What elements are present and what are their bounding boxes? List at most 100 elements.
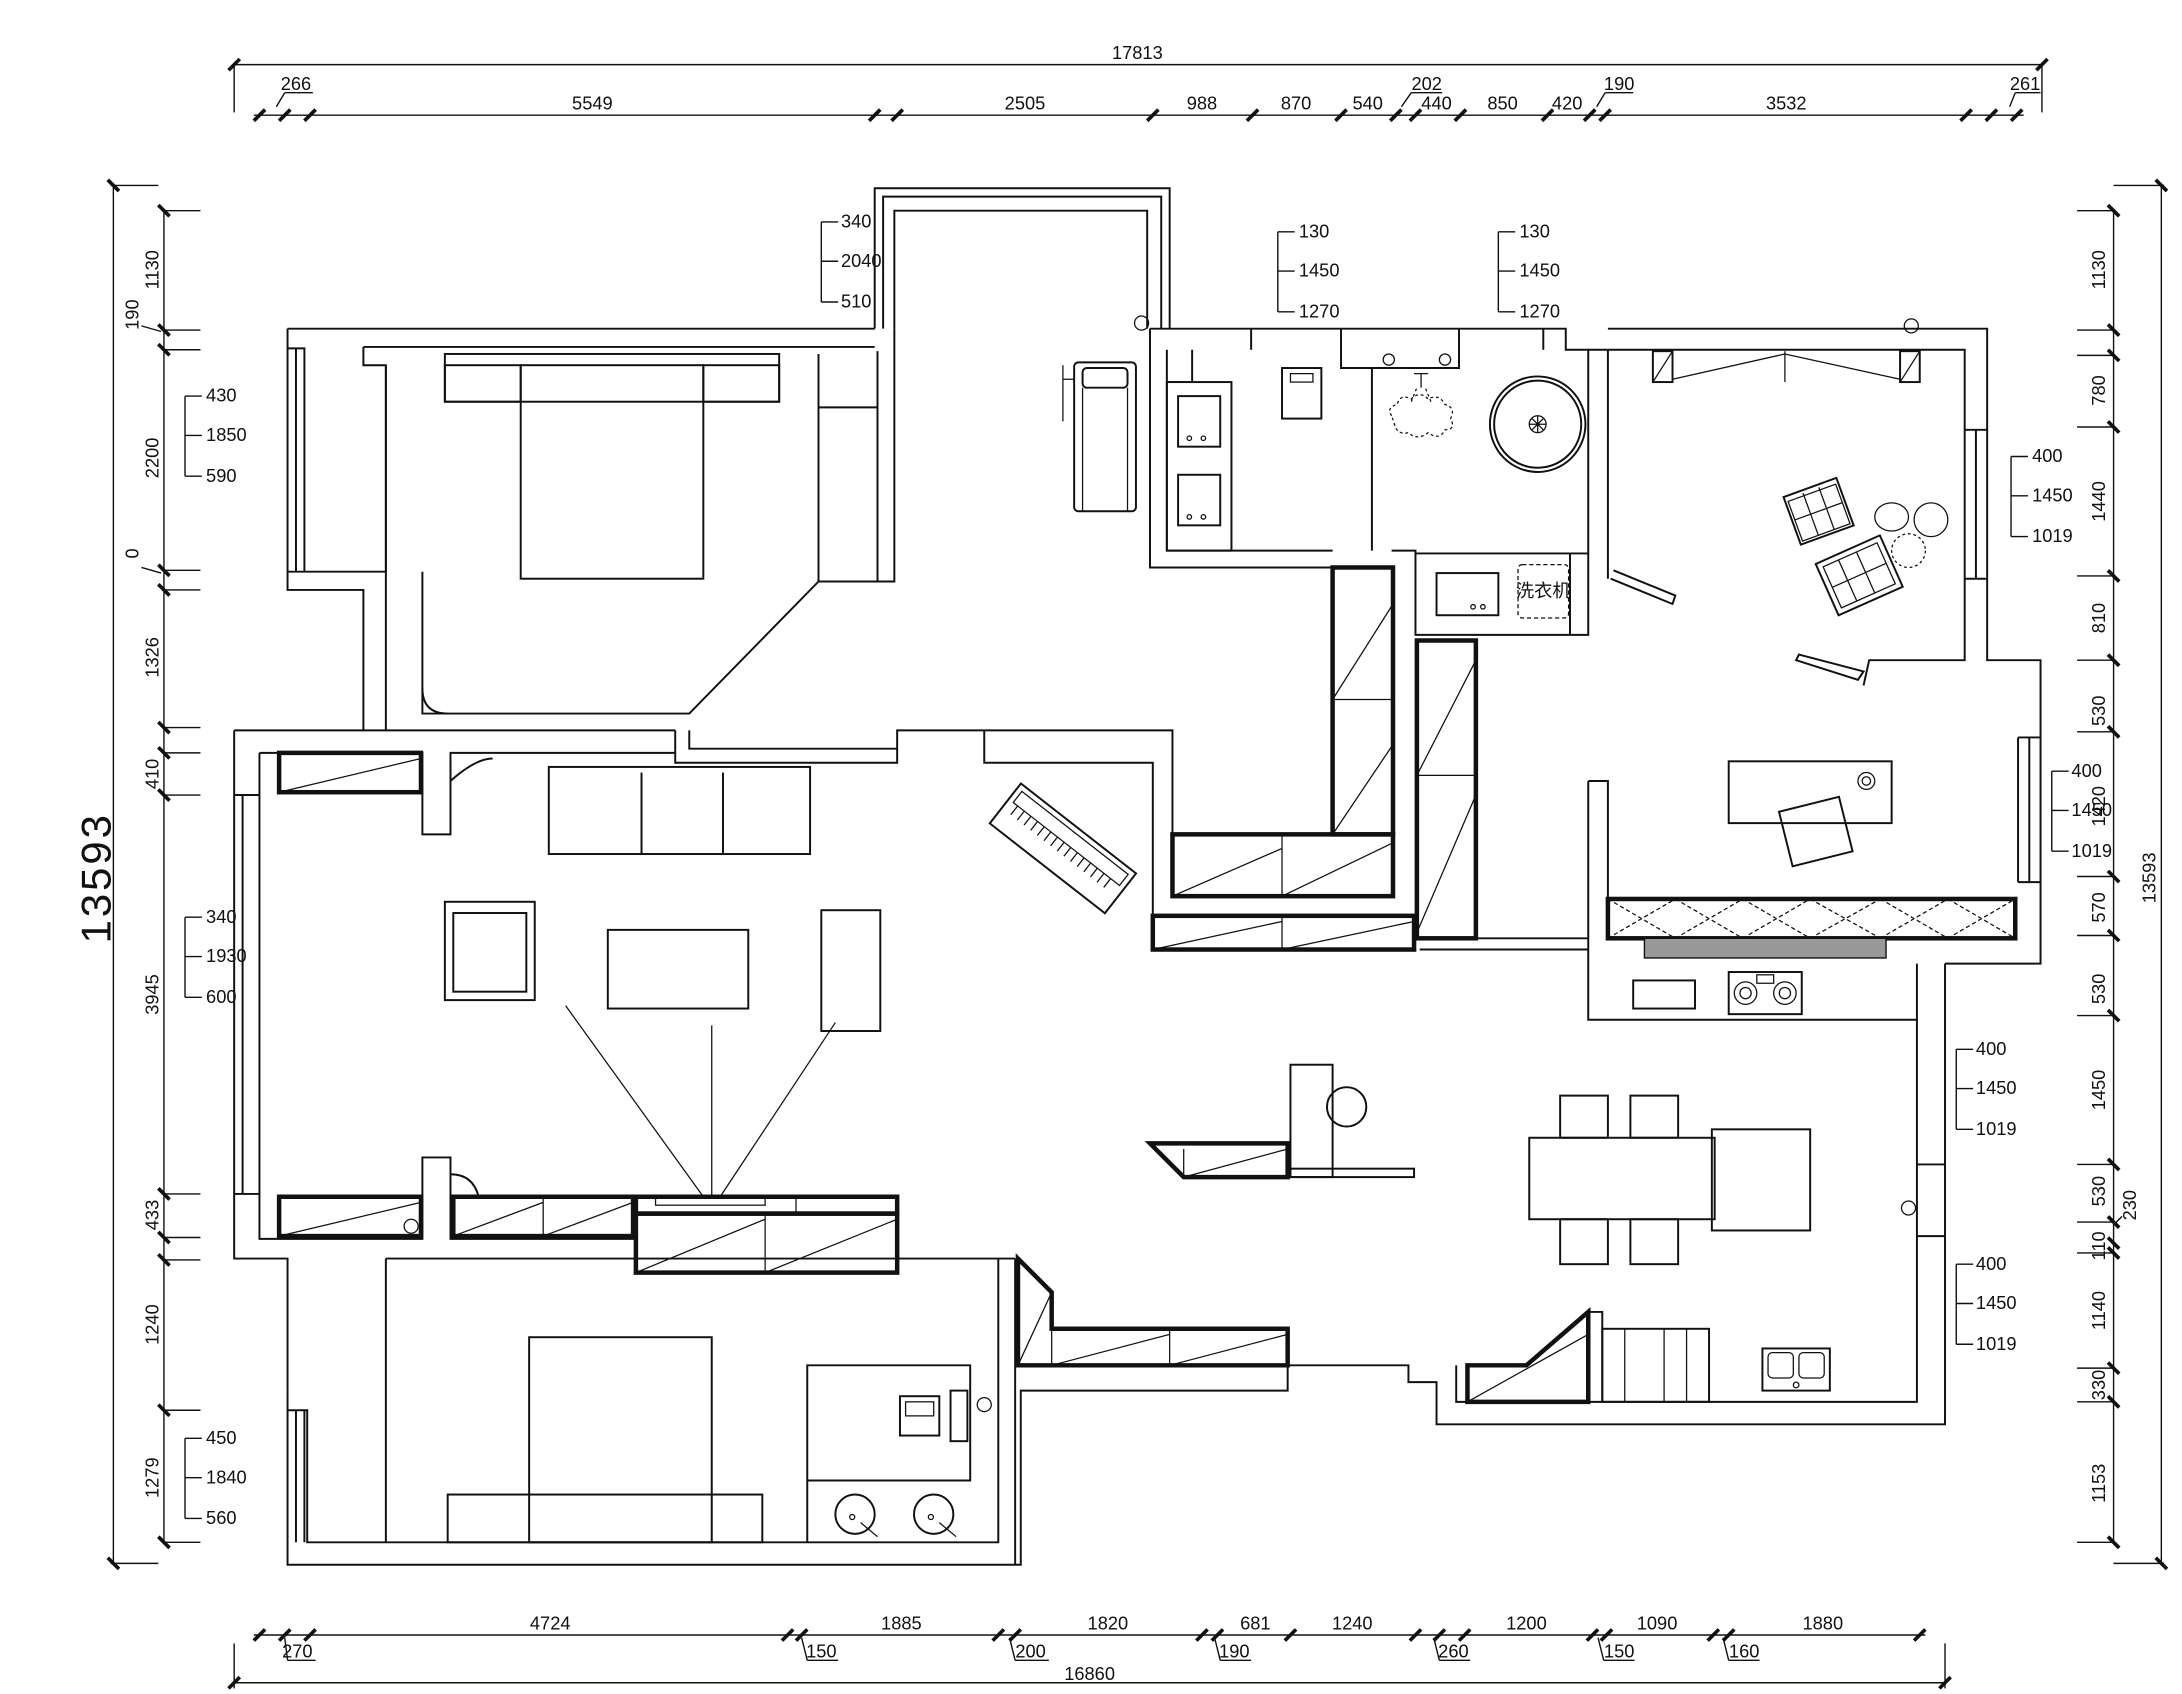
- bedroom-top-mark-3: 590: [206, 465, 236, 486]
- balcony-mark-3: 510: [841, 291, 871, 312]
- kitchen-mark-1: 400: [1976, 1253, 2006, 1274]
- dim-bottom-14: 160: [1729, 1640, 1759, 1661]
- dim-right-11: 230: [2119, 1190, 2140, 1220]
- dim-right-8: 530: [2088, 974, 2109, 1004]
- shower: [1371, 353, 1460, 438]
- bath-right-mark-3: 1270: [1519, 300, 1560, 321]
- dim-left-8: 433: [141, 1200, 162, 1230]
- dim-right-3: 1440: [2088, 481, 2109, 522]
- dim-left-2: 190: [122, 299, 143, 329]
- cabinet-tall: [1414, 638, 1479, 941]
- bath-left-mark-1: 130: [1299, 220, 1329, 241]
- dim-top-2: 5549: [572, 93, 613, 114]
- dim-bottom-11: 1200: [1506, 1612, 1547, 1633]
- dim-bottom-7: 190: [1219, 1640, 1249, 1661]
- laundry: 洗衣机: [1435, 564, 1677, 619]
- study-furniture: [1651, 318, 1949, 868]
- dim-bottom-8: 681: [1240, 1612, 1270, 1633]
- study-top-mark-2: 1450: [2032, 484, 2073, 505]
- washer-label: 洗衣机: [1516, 580, 1571, 601]
- dim-right-14: 330: [2088, 1370, 2109, 1400]
- dim-right-1: 1130: [2088, 250, 2109, 289]
- top-ticks: [252, 108, 2024, 123]
- cabinet-living-nw: [276, 750, 424, 795]
- cabinet-south: [1015, 1253, 1290, 1368]
- vanity-sinks: [1165, 381, 1233, 552]
- bedroom-bottom-mark-1: 450: [206, 1427, 236, 1448]
- cabinet-living-sw: [276, 1194, 424, 1239]
- dim-left-6: 410: [141, 759, 162, 789]
- balcony-mark-2: 2040: [841, 250, 882, 271]
- dining-mark-2: 1450: [1976, 1077, 2017, 1098]
- balcony-mark-1: 340: [841, 211, 871, 232]
- dim-left-4: 0: [122, 548, 143, 558]
- dim-right-15: 1153: [2088, 1464, 2109, 1503]
- bedroom-bottom-mark-3: 560: [206, 1507, 236, 1528]
- dim-right-overall: 13593: [2139, 853, 2160, 904]
- living-mark-2: 1930: [206, 945, 247, 966]
- bedroom-top-mark-1: 430: [206, 385, 236, 406]
- dim-right-9: 1450: [2088, 1070, 2109, 1111]
- kitchen-fixtures: [1601, 971, 1917, 1403]
- dim-left-7: 3945: [141, 974, 162, 1015]
- bath-left-mark-2: 1450: [1299, 260, 1340, 281]
- wardrobe-corridor: [1170, 832, 1396, 899]
- kitchen-mark-3: 1019: [1976, 1333, 2017, 1354]
- dim-left-5: 1326: [141, 637, 162, 678]
- bottom-ticks: [252, 1628, 1927, 1642]
- round-tub: [1488, 375, 1587, 473]
- living-mark-3: 600: [206, 986, 236, 1007]
- cabinets: [276, 565, 2018, 1405]
- window-marks: 340 2040 510 130 1450 1270 130 1450 1270…: [184, 211, 2112, 1528]
- dim-top-3: 2505: [1005, 93, 1046, 114]
- dim-left-9: 1240: [141, 1304, 162, 1345]
- lounge-chair: [1062, 315, 1150, 513]
- living-mark-1: 340: [206, 906, 236, 927]
- dim-bottom-4: 1885: [881, 1612, 922, 1633]
- dim-top-4: 988: [1187, 93, 1217, 114]
- island-cabinet: [1144, 1141, 1290, 1180]
- dim-left-10: 1279: [141, 1457, 162, 1498]
- dim-top-10: 420: [1552, 93, 1582, 114]
- left-ticks: [157, 203, 171, 1550]
- dim-top-8: 440: [1421, 93, 1451, 114]
- wardrobe-north: [1330, 565, 1396, 837]
- dim-bottom-6: 1820: [1088, 1612, 1129, 1633]
- tv-cabinet: [451, 1194, 900, 1275]
- dim-top-1: 266: [281, 73, 311, 94]
- dim-right-10: 530: [2088, 1176, 2109, 1206]
- dim-bottom-13: 1090: [1637, 1612, 1678, 1633]
- study-top-mark-1: 400: [2032, 445, 2062, 466]
- dim-top-5: 870: [1281, 93, 1311, 114]
- dining-mark-3: 1019: [1976, 1118, 2017, 1139]
- study-bottom-mark-1: 400: [2071, 760, 2101, 781]
- kitchen-mark-2: 1450: [1976, 1292, 2017, 1313]
- dimension-lines: 17813 266 5549 2505 988 870 540: [73, 42, 2169, 1690]
- bath-right-mark-2: 1450: [1519, 260, 1560, 281]
- island: [1289, 1063, 1416, 1179]
- dim-right-13: 1140: [2088, 1291, 2109, 1330]
- study-bottom-mark-2: 1450: [2071, 799, 2112, 820]
- cabinet-kitchen-sw: [1465, 1307, 1591, 1405]
- dim-top-7: 202: [1411, 73, 1441, 94]
- dim-right-6: 1420: [2088, 786, 2109, 827]
- dim-right-4: 810: [2088, 603, 2109, 633]
- furniture: 洗衣机: [443, 315, 1949, 1544]
- dim-right-2: 780: [2088, 375, 2109, 405]
- dim-bottom-12: 150: [1604, 1640, 1634, 1661]
- dim-top-11: 190: [1604, 73, 1634, 94]
- dim-top-6: 540: [1352, 93, 1382, 114]
- bath-south: [834, 1389, 992, 1538]
- toilet: [1281, 367, 1323, 420]
- dining-set: [1528, 1094, 1812, 1266]
- bed-south: [446, 1336, 764, 1544]
- bath-right-mark-1: 130: [1519, 220, 1549, 241]
- dim-top-12: 3532: [1766, 93, 1807, 114]
- piano: [988, 782, 1138, 915]
- dim-left-overall: 13593: [73, 812, 120, 943]
- bath-left-mark-3: 1270: [1299, 300, 1340, 321]
- dim-bottom-overall: 16860: [1064, 1663, 1115, 1684]
- dim-bottom-10: 260: [1438, 1640, 1468, 1661]
- study-top-mark-3: 1019: [2032, 525, 2073, 546]
